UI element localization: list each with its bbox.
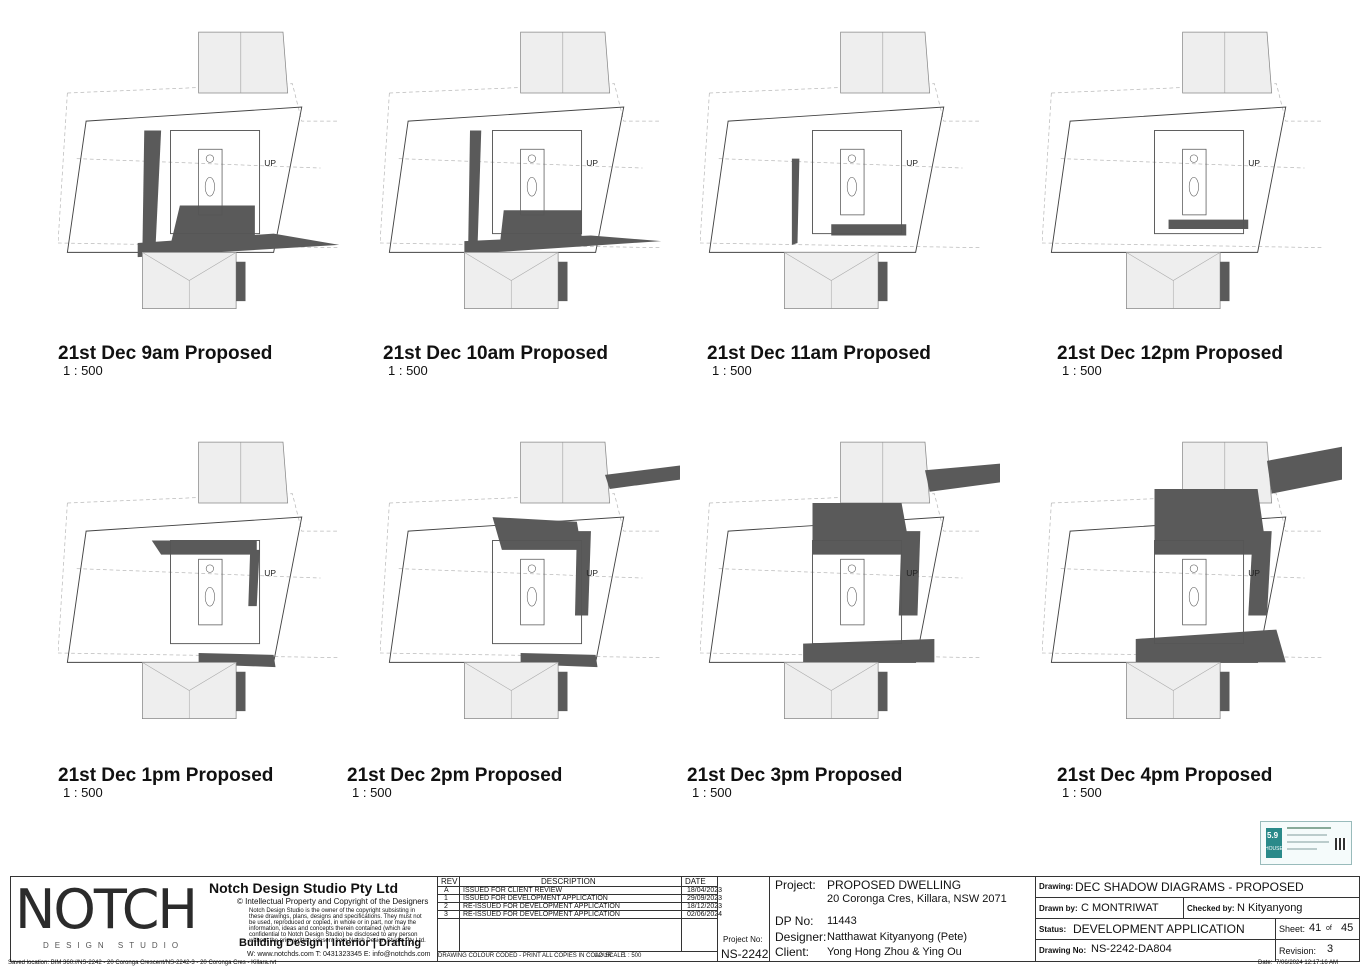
- drawing-no-label: Drawing No:: [1039, 946, 1087, 955]
- scale-label: SCALE: [605, 953, 625, 959]
- up-label: UP: [1248, 158, 1260, 168]
- shadow-diagram-7: UP: [700, 428, 1000, 728]
- dp-label: DP No:: [775, 914, 814, 928]
- drawn-by-label: Drawn by:: [1039, 904, 1078, 913]
- shadow-diagram-4: UP: [1042, 18, 1342, 318]
- sheet-number: 41: [1309, 922, 1322, 934]
- paper-size: A2: [595, 953, 603, 959]
- view-scale: 1 : 500: [712, 363, 752, 378]
- date-header: DATE: [685, 877, 706, 886]
- company-contact: W: www.notchds.com T: 0431323345 E: info…: [247, 951, 431, 958]
- view-title: 21st Dec 4pm Proposed: [1057, 765, 1273, 786]
- project-no: NS-2242: [721, 947, 769, 961]
- shadow-diagram-8: UP: [1042, 428, 1342, 728]
- designer-name: Natthawat Kityanyong (Pete): [827, 931, 968, 943]
- description-header: DESCRIPTION: [541, 877, 596, 886]
- drawing-number: NS-2242-DA804: [1091, 943, 1172, 955]
- disclaimer-text: Notch Design Studio is the owner of the …: [249, 908, 426, 944]
- project-no-label: Project No:: [723, 935, 763, 944]
- checked-by: N Kityanyong: [1237, 902, 1303, 914]
- view-title: 21st Dec 10am Proposed: [383, 343, 608, 364]
- revision-cell: 02/06/2024: [687, 911, 723, 918]
- revision-cell: 3: [444, 911, 448, 918]
- company-logo-subtitle: DESIGN STUDIO: [43, 941, 185, 950]
- client-label: Client:: [775, 945, 810, 959]
- view-scale: 1 : 500: [692, 785, 732, 800]
- project-name: PROPOSED DWELLING: [827, 878, 962, 892]
- drawing-info: Drawing: DEC SHADOW DIAGRAMS - PROPOSED …: [1035, 877, 1359, 961]
- stamp-label: HOUSE: [1265, 846, 1283, 852]
- sheet-label: Sheet:: [1279, 924, 1306, 934]
- copyright-notice: © Intellectual Property and Copyright of…: [237, 897, 429, 906]
- print-date: 7/06/2024 12:17:16 AM: [1276, 960, 1339, 966]
- scale-value: 1 : 500: [623, 953, 642, 959]
- sheet-of-label: of: [1326, 925, 1332, 932]
- shadow-diagram-3: UP: [700, 18, 1000, 318]
- company-name: Notch Design Studio Pty Ltd: [209, 880, 398, 896]
- revision-cell: RE-ISSUED FOR DEVELOPMENT APPLICATION: [463, 911, 620, 918]
- stamp-rating: 5.9: [1267, 831, 1279, 840]
- view-scale: 1 : 500: [1062, 785, 1102, 800]
- shadow-diagram-6: UP: [380, 428, 680, 728]
- up-label: UP: [264, 158, 276, 168]
- drawing-title: DEC SHADOW DIAGRAMS - PROPOSED: [1075, 880, 1304, 894]
- revision-cell: 2: [444, 903, 448, 910]
- up-label: UP: [906, 568, 918, 578]
- view-title: 21st Dec 2pm Proposed: [347, 765, 563, 786]
- up-label: UP: [264, 568, 276, 578]
- view-scale: 1 : 500: [388, 363, 428, 378]
- drawing-label: Drawing:: [1039, 882, 1074, 891]
- view-title: 21st Dec 9am Proposed: [58, 343, 273, 364]
- revision-cell: 29/09/2023: [687, 895, 723, 902]
- view-title: 21st Dec 1pm Proposed: [58, 765, 274, 786]
- client-name: Yong Hong Zhou & Ying Ou: [827, 946, 962, 958]
- shadow-diagram-1: UP: [58, 18, 358, 318]
- revision-label: Revision:: [1279, 946, 1317, 956]
- revision-table: REV DESCRIPTION DATE A ISSUED FOR CLIENT …: [437, 877, 722, 961]
- rev-header: REV: [441, 877, 458, 886]
- designer-label: Designer:: [775, 930, 827, 944]
- energy-rating-stamp: 5.9 HOUSE: [1260, 821, 1352, 865]
- up-label: UP: [586, 158, 598, 168]
- drawn-by: C MONTRIWAT: [1081, 902, 1159, 914]
- shadow-diagram-2: UP: [380, 18, 680, 318]
- revision-cell: 1: [444, 895, 448, 902]
- revision-number: 3: [1327, 943, 1334, 955]
- view-scale: 1 : 500: [63, 363, 103, 378]
- revision-cell: ISSUED FOR CLIENT REVIEW: [463, 887, 563, 894]
- company-services: Building Design | Interior | Drafting: [239, 937, 422, 949]
- view-title: 21st Dec 3pm Proposed: [687, 765, 903, 786]
- colour-note: DRAWING COLOUR CODED - PRINT ALL COPIES …: [438, 953, 612, 959]
- view-scale: 1 : 500: [352, 785, 392, 800]
- qr-code-icon: [1335, 838, 1347, 850]
- checked-by-label: Checked by:: [1187, 904, 1235, 913]
- project-address: 20 Coronga Cres, Killara, NSW 2071: [827, 893, 1007, 905]
- revision-cell: 18/12/2023: [687, 903, 723, 910]
- revision-cell: 18/04/2023: [687, 887, 723, 894]
- shadow-diagram-5: UP: [58, 428, 358, 728]
- status-label: Status:: [1039, 925, 1067, 934]
- revision-cell: ISSUED FOR DEVELOPMENT APPLICATION: [463, 895, 608, 902]
- up-label: UP: [586, 568, 598, 578]
- up-label: UP: [1248, 568, 1260, 578]
- date-label: Date:: [1258, 960, 1273, 966]
- view-scale: 1 : 500: [1062, 363, 1102, 378]
- saved-location: Saved location: BIM 360://NS-2242 - 20 C…: [8, 960, 277, 966]
- title-block: NOTCH DESIGN STUDIO Notch Design Studio …: [10, 876, 1360, 962]
- up-label: UP: [906, 158, 918, 168]
- revision-cell: RE-ISSUED FOR DEVELOPMENT APPLICATION: [463, 903, 620, 910]
- view-title: 21st Dec 12pm Proposed: [1057, 343, 1283, 364]
- view-scale: 1 : 500: [63, 785, 103, 800]
- project-label: Project:: [775, 878, 816, 892]
- company-logo: NOTCH: [15, 878, 198, 941]
- view-title: 21st Dec 11am Proposed: [707, 343, 931, 364]
- dp-number: 11443: [827, 915, 857, 927]
- revision-cell: A: [444, 887, 449, 894]
- sheet-total: 45: [1341, 922, 1354, 934]
- status-value: DEVELOPMENT APPLICATION: [1073, 922, 1245, 936]
